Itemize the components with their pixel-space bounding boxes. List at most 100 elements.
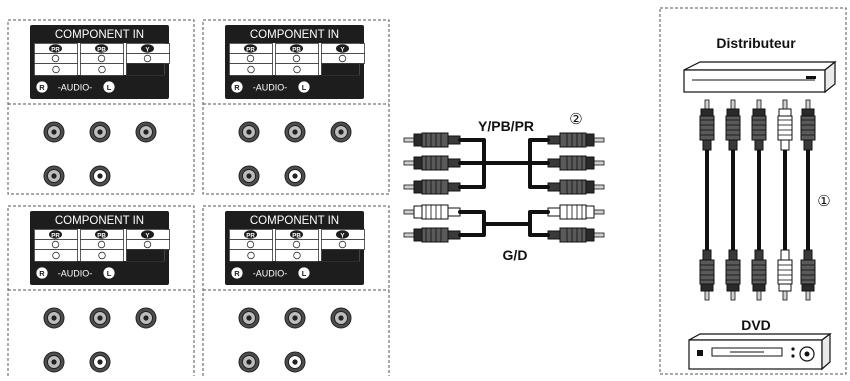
rca-plug-top xyxy=(725,99,741,151)
dvd-device xyxy=(688,332,832,371)
pr-jack xyxy=(43,121,65,143)
rca-plug-left xyxy=(403,227,461,243)
rca-plug-bottom xyxy=(725,249,741,301)
audio-right-label: R xyxy=(234,83,240,92)
rca-plug-right xyxy=(547,179,605,195)
jack-label: PR xyxy=(246,47,255,54)
rca-plug-right xyxy=(547,227,605,243)
jack-indicator xyxy=(143,54,152,63)
jack-label-badge xyxy=(244,44,257,53)
power-button xyxy=(697,350,703,356)
video-cable xyxy=(528,138,550,189)
audio-cable-label: G/D xyxy=(503,247,528,263)
jack-label: PR xyxy=(246,233,255,240)
jack-label: PR xyxy=(51,233,60,240)
audio-left-label: L xyxy=(302,269,307,278)
jack-indicator xyxy=(97,54,106,63)
jack-label-badge xyxy=(141,44,154,53)
y-jack xyxy=(330,307,352,329)
jack-label: PR xyxy=(51,47,60,54)
audio-l-jack xyxy=(284,165,306,187)
audio-left-badge xyxy=(298,81,310,93)
jack-indicator xyxy=(338,240,347,249)
rca-plug-bottom xyxy=(751,249,767,301)
audio-r-jack xyxy=(43,165,65,187)
rca-plug-bottom xyxy=(800,249,816,301)
audio-right-label: R xyxy=(39,83,45,92)
jack-indicator xyxy=(338,54,347,63)
pb-jack xyxy=(284,121,306,143)
audio-indicator xyxy=(98,251,106,260)
rca-plug-left xyxy=(403,155,461,171)
pr-jack xyxy=(43,307,65,329)
audio-l-jack xyxy=(89,165,111,187)
video-cable-label: Y/PB/PR xyxy=(478,118,534,134)
pb-jack xyxy=(284,307,306,329)
jack-label-badge xyxy=(244,230,257,239)
audio-left-label: L xyxy=(302,83,307,92)
audio-left-badge xyxy=(103,267,115,279)
pb-jack xyxy=(89,121,111,143)
rca-plug-left xyxy=(403,179,461,195)
panel-header: COMPONENT IN xyxy=(55,29,144,41)
distributor-device xyxy=(683,60,837,94)
audio-indicator xyxy=(98,65,106,74)
jack-indicator xyxy=(292,54,301,63)
marker-2: ② xyxy=(569,111,582,128)
jack-indicator xyxy=(246,240,255,249)
rca-plug-right xyxy=(547,155,605,171)
panel-frame xyxy=(7,19,195,195)
jack-label-badge xyxy=(336,230,349,239)
audio-right-badge xyxy=(36,81,48,93)
jack-label-badge xyxy=(290,230,303,239)
jack-label: Y xyxy=(340,47,345,54)
audio-indicator xyxy=(293,65,301,74)
panel-header: COMPONENT IN xyxy=(55,215,144,227)
jack-label-badge xyxy=(95,230,108,239)
rca-plug-top xyxy=(751,99,767,151)
jack-indicator xyxy=(51,240,60,249)
audio-cable xyxy=(528,210,550,237)
rca-plug-right xyxy=(547,204,605,220)
audio-right-label: R xyxy=(39,269,45,278)
rca-plug-top xyxy=(699,99,715,151)
audio-indicator xyxy=(52,65,60,74)
jack-indicator xyxy=(97,240,106,249)
rca-plug-right xyxy=(547,132,605,148)
audio-cable xyxy=(458,210,486,237)
audio-indicator xyxy=(247,251,255,260)
audio-right-badge xyxy=(231,81,243,93)
jack-label-badge xyxy=(49,230,62,239)
audio-right-label: R xyxy=(234,269,240,278)
device-frame xyxy=(659,7,847,375)
rca-plug-bottom xyxy=(777,249,793,301)
rca-plug-top xyxy=(777,99,793,151)
audio-indicator xyxy=(52,251,60,260)
jack-label: PB xyxy=(292,47,301,54)
jack-label: PB xyxy=(97,233,106,240)
audio-l-jack xyxy=(89,351,111,373)
audio-r-jack xyxy=(43,351,65,373)
y-jack xyxy=(135,307,157,329)
jack-label: Y xyxy=(145,47,150,54)
audio-left-label: L xyxy=(107,269,112,278)
jack-label-badge xyxy=(141,230,154,239)
jack-label-badge xyxy=(49,44,62,53)
y-jack xyxy=(135,121,157,143)
jack-indicator xyxy=(292,240,301,249)
jack-label: Y xyxy=(145,233,150,240)
cables: Y/PB/PR ② G/D xyxy=(403,111,605,263)
jack-label: PB xyxy=(97,47,106,54)
audio-right-badge xyxy=(36,267,48,279)
rca-plug-left xyxy=(403,132,461,148)
jack-label: PB xyxy=(292,233,301,240)
audio-r-jack xyxy=(238,351,260,373)
tv-panels: COMPONENT IN PR PB Y R -AUDIO- L COMPONENT IN PR… xyxy=(7,19,390,381)
audio-label: -AUDIO- xyxy=(253,83,288,93)
audio-left-label: L xyxy=(107,83,112,92)
audio-label: -AUDIO- xyxy=(253,269,288,279)
